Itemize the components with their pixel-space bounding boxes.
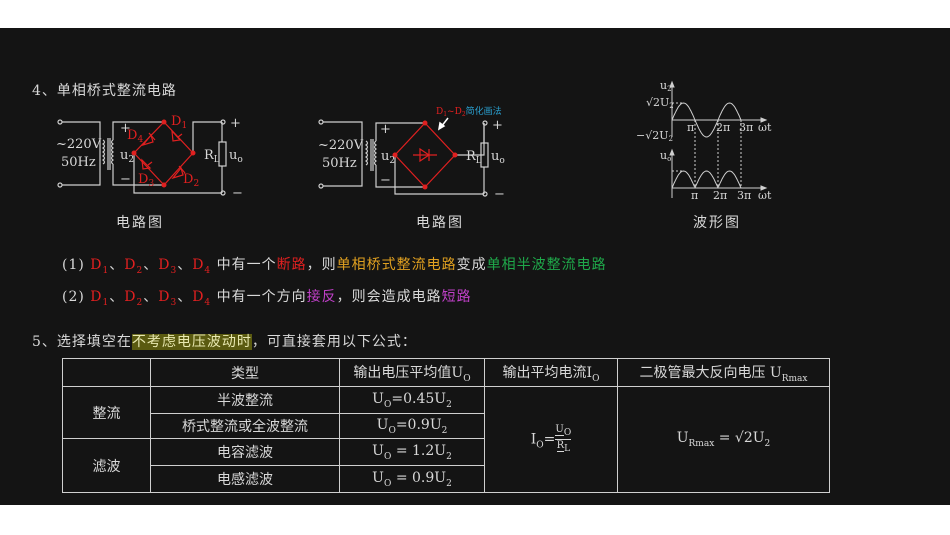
svg-text:RL: RL xyxy=(204,148,220,165)
svg-text:−: − xyxy=(380,173,391,188)
table-row: 桥式整流或全波整流 UO=0.9U2 xyxy=(63,413,830,439)
diode-d3-icon xyxy=(141,158,153,170)
svg-text:D3: D3 xyxy=(138,172,154,189)
svg-text:ωt: ωt xyxy=(758,121,772,134)
note-1: (1) D1、D2、D3、D4 中有一个断路，则单相桥式整流电路变成单相半波整流… xyxy=(62,257,607,276)
svg-text:D4: D4 xyxy=(127,128,143,145)
svg-text:u2: u2 xyxy=(381,149,395,166)
svg-text:3π: 3π xyxy=(737,189,751,202)
svg-text:+: + xyxy=(230,116,241,131)
formula-table: 类型 输出电压平均值UO 输出平均电流IO 二极管最大反向电压 URmax 整流… xyxy=(62,358,830,493)
svg-text:3π: 3π xyxy=(739,121,753,134)
svg-text:D2: D2 xyxy=(183,172,199,189)
svg-text:2π: 2π xyxy=(716,121,730,134)
u2-sine-curve xyxy=(671,102,742,138)
circuit1-caption: 电路图 xyxy=(116,215,164,231)
table-row: 电感滤波 UO = 0.9U2 xyxy=(63,465,830,493)
diode-d1-icon xyxy=(171,129,183,142)
uo-rectified-curve xyxy=(671,170,742,189)
svg-text:−√2U2: −√2U2 xyxy=(636,129,673,143)
diode-d2-icon xyxy=(171,165,186,180)
svg-text:uo: uo xyxy=(491,149,505,166)
svg-text:2π: 2π xyxy=(713,189,727,202)
svg-text:uo: uo xyxy=(660,149,671,163)
simplified-note: D1~D2简化画法 xyxy=(436,105,502,118)
svg-text:+: + xyxy=(120,121,131,136)
svg-text:RL: RL xyxy=(466,149,482,166)
svg-text:+: + xyxy=(492,118,503,133)
diode-d4-icon xyxy=(141,132,156,147)
simplified-bridge-circuit xyxy=(318,119,489,197)
svg-text:uo: uo xyxy=(229,148,243,165)
svg-text:−: − xyxy=(120,172,131,187)
svg-text:50Hz: 50Hz xyxy=(322,156,357,171)
svg-text:−: − xyxy=(494,187,505,202)
arrow-icon xyxy=(437,117,449,131)
svg-text:−: − xyxy=(232,186,243,201)
svg-text:ωt: ωt xyxy=(758,189,772,202)
svg-text:u2: u2 xyxy=(660,79,672,93)
section4-title: 4、单相桥式整流电路 xyxy=(32,83,177,99)
svg-text:D1: D1 xyxy=(171,114,187,131)
section5-intro: 5、选择填空在不考虑电压波动时，可直接套用以下公式： xyxy=(32,334,417,350)
svg-text:π: π xyxy=(687,121,694,134)
svg-text:~220V: ~220V xyxy=(318,138,364,153)
svg-text:π: π xyxy=(691,189,698,202)
svg-text:√2U2: √2U2 xyxy=(646,96,674,110)
svg-text:~220V: ~220V xyxy=(56,137,102,152)
table-header: 类型 输出电压平均值UO 输出平均电流IO 二极管最大反向电压 URmax xyxy=(62,358,830,387)
svg-text:u2: u2 xyxy=(120,148,134,165)
note-2: (2) D1、D2、D3、D4 中有一个方向接反，则会造成电路短路 xyxy=(62,289,472,308)
diode-icon xyxy=(413,147,437,163)
highlighted-text: 不考虑电压波动时 xyxy=(131,334,252,350)
circuit2-caption: 电路图 xyxy=(416,215,464,231)
waveform-caption: 波形图 xyxy=(693,215,741,231)
svg-text:50Hz: 50Hz xyxy=(61,155,96,170)
svg-text:+: + xyxy=(380,122,391,137)
reverse-voltage-formula: URmax = √2U2 xyxy=(617,386,830,493)
waveform-diagram xyxy=(669,80,768,198)
